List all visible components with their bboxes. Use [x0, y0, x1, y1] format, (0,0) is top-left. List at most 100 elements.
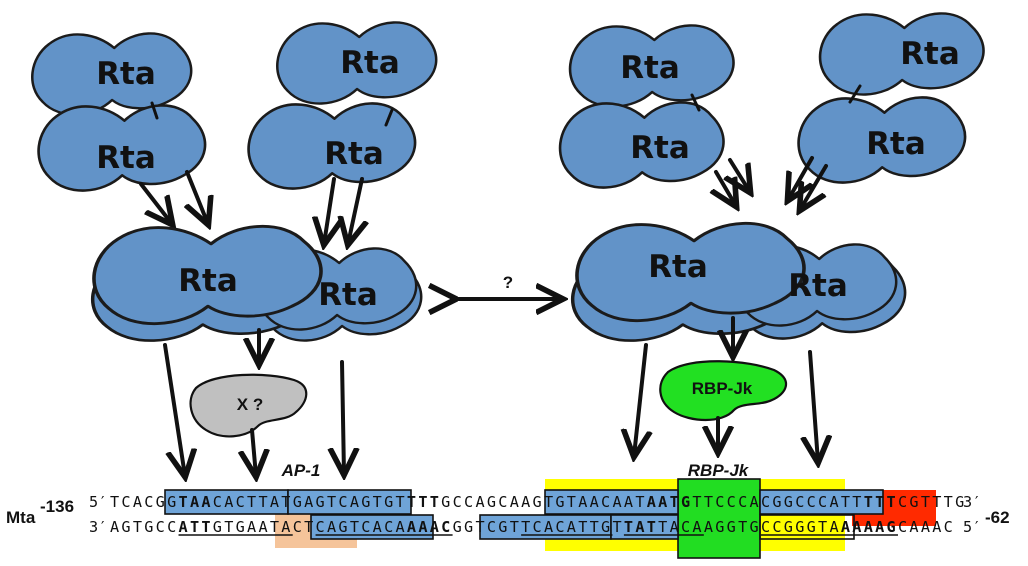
nucleotide: G: [601, 518, 610, 536]
equilibrium-arrow: ?: [452, 273, 562, 299]
nucleotide: A: [407, 518, 416, 536]
nucleotide: G: [681, 493, 690, 511]
site-box: [164, 489, 289, 515]
nucleotide: G: [784, 493, 793, 511]
nucleotide: A: [521, 493, 530, 511]
nucleotide: A: [590, 493, 599, 511]
nucleotide: T: [327, 493, 336, 511]
nucleotide: A: [612, 493, 621, 511]
nucleotide: C: [715, 493, 724, 511]
nucleotide: C: [761, 493, 770, 511]
nucleotide: A: [396, 518, 405, 536]
arrow: [163, 343, 185, 476]
nucleotide: G: [727, 518, 736, 536]
nucleotide: G: [464, 518, 473, 536]
rta-label: Rta: [630, 130, 690, 166]
nucleotide: A: [635, 518, 644, 536]
nucleotide: A: [190, 493, 199, 511]
top-strand-suffix: 3′: [963, 493, 981, 511]
nucleotide: T: [647, 518, 656, 536]
nucleotide: T: [841, 493, 850, 511]
nucleotide: G: [384, 493, 393, 511]
nucleotide: T: [396, 493, 405, 511]
rta-label: Rta: [178, 263, 238, 299]
nucleotide: T: [624, 518, 633, 536]
left-pathway: Rta Rta Rta Rta Rta Rta X ? AP-1: [31, 21, 438, 480]
arrow: [139, 182, 172, 224]
nucleotide: C: [898, 518, 907, 536]
arrow: [788, 156, 812, 200]
nucleotide: A: [224, 493, 233, 511]
nucleotide: G: [338, 518, 347, 536]
nucleotide: G: [487, 493, 496, 511]
nucleotide: G: [144, 518, 153, 536]
nucleotide: C: [533, 518, 542, 536]
nucleotide: C: [361, 518, 370, 536]
nucleotide: A: [567, 518, 576, 536]
nucleotide: A: [658, 493, 667, 511]
nucleotide: C: [121, 493, 130, 511]
nucleotide: T: [738, 518, 747, 536]
nucleotide: C: [738, 493, 747, 511]
nucleotide: G: [715, 518, 724, 536]
nucleotide: A: [201, 493, 210, 511]
rta-label: Rta: [340, 45, 400, 81]
nucleotide: G: [213, 518, 222, 536]
nucleotide: T: [852, 493, 861, 511]
nucleotide: C: [316, 518, 325, 536]
nucleotide: C: [555, 518, 564, 536]
rta-label: Rta: [96, 56, 156, 92]
nucleotide: A: [932, 518, 941, 536]
nucleotide: T: [692, 493, 701, 511]
nucleotide: G: [121, 518, 130, 536]
nucleotide: A: [750, 493, 759, 511]
nucleotide: C: [807, 493, 816, 511]
nucleotide: G: [555, 493, 564, 511]
rbpjk-label: RBP-Jk: [692, 379, 753, 398]
nucleotide: T: [658, 518, 667, 536]
nucleotide: T: [521, 518, 530, 536]
dimer-link: [848, 84, 862, 104]
nucleotide: A: [373, 518, 382, 536]
site-box: [287, 489, 412, 515]
arrow: [187, 170, 208, 224]
nucleotide: A: [281, 518, 290, 536]
nucleotide: C: [498, 493, 507, 511]
nucleotide: C: [464, 493, 473, 511]
nucleotide: G: [887, 518, 896, 536]
nucleotide: A: [829, 493, 838, 511]
nucleotide: A: [430, 518, 439, 536]
nucleotide: T: [418, 493, 427, 511]
rta-label: Rta: [866, 126, 926, 162]
nucleotide: T: [407, 493, 416, 511]
nucleotide: C: [144, 493, 153, 511]
arrow: [730, 158, 750, 192]
rta-label: Rta: [788, 268, 848, 304]
nucleotide: C: [681, 518, 690, 536]
nucleotide: T: [612, 518, 621, 536]
nucleotide: A: [133, 493, 142, 511]
arrow: [810, 350, 818, 462]
nucleotide: A: [692, 518, 701, 536]
rbpjk-site-label: RBP-Jk: [688, 461, 750, 480]
nucleotide: A: [875, 518, 884, 536]
nucleotide: T: [932, 493, 941, 511]
arrow: [634, 343, 646, 456]
nucleotide: A: [852, 518, 861, 536]
nucleotide: T: [818, 518, 827, 536]
nucleotide: G: [909, 493, 918, 511]
arrow: [252, 428, 256, 476]
nucleotide: T: [704, 493, 713, 511]
nucleotide: C: [601, 493, 610, 511]
nucleotide: A: [304, 493, 313, 511]
site-box: [759, 489, 884, 515]
nucleotide: C: [795, 493, 804, 511]
nucleotide: C: [338, 493, 347, 511]
nucleotide: G: [750, 518, 759, 536]
nucleotide: T: [190, 518, 199, 536]
nucleotide: A: [110, 518, 119, 536]
nucleotide: C: [761, 518, 770, 536]
nucleotide: T: [578, 518, 587, 536]
